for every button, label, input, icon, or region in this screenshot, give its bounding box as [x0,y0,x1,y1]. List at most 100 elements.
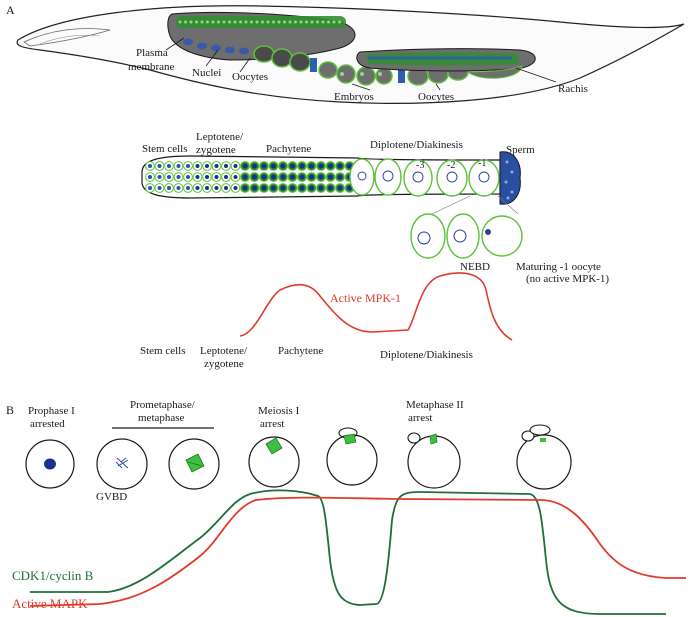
germ-cell-nucleus [233,164,238,168]
upper-arm-cell [299,20,303,24]
upper-arm-cell [211,20,215,24]
condensing-chromosomes [115,457,129,469]
germ-cell-nucleus [280,163,286,169]
germ-cell-nucleus [299,174,305,180]
upper-arm-cell [294,20,297,24]
upper-arm-cell [310,20,314,24]
germ-cell-nucleus [157,186,162,190]
label-maturing: Maturing -1 oocyte [516,261,601,273]
germ-cell-nucleus [148,164,152,168]
germ-cell-nucleus [346,163,353,169]
germ-cell-nucleus [299,185,305,191]
germ-cell-nucleus [261,163,267,169]
germ-cell-nucleus [318,163,324,169]
upper-arm-cell [200,20,204,24]
sperm-mass [499,151,521,205]
germ-cell-nucleus [337,185,343,191]
upper-arm-cell [222,20,226,24]
spindle-3 [338,427,358,445]
spermatheca-right [398,70,405,83]
germ-cell-nucleus [308,185,315,191]
upper-arm-cell [184,20,187,24]
label-plasma: Plasma [136,47,168,59]
label-oocytes-left: Oocytes [232,71,268,83]
upper-arm-cell [277,20,281,24]
mpk-x-leptotene: Leptotene/ [200,345,248,357]
label-embryos: Embryos [334,91,374,103]
spindle-2 [265,437,283,455]
germ-cell-nucleus [270,174,277,180]
upper-arm-cell [327,20,330,24]
germ-cell-nucleus [251,174,258,180]
germ-cell-nucleus [261,174,267,180]
label-rachis: Rachis [558,83,588,95]
oocyte-series [25,434,572,490]
germ-cell-nucleus [280,174,286,180]
germ-cell-nucleus [214,164,219,168]
germ-cell-nucleus [176,175,181,179]
label-oocytes-right: Oocytes [418,91,454,103]
stage-metaphase2-1: Metaphase II [406,399,464,411]
germ-cell-nucleus [289,174,296,180]
germ-cell-nucleus [337,163,343,169]
stage-prophase-2: arrested [30,418,65,430]
germ-cell-nucleus [346,185,353,191]
germ-cell-nucleus [318,174,324,180]
cdk1-label: CDK1/cyclin B [12,568,94,583]
upper-arm-cell [250,20,253,24]
oocytes-left [253,45,311,72]
germ-cell-nucleus [261,185,267,191]
germ-cell-nucleus [242,174,248,180]
mpk-x-zygotene: zygotene [204,358,244,370]
germ-cell-nucleus [308,174,315,180]
gonad-label-sperm: Sperm [506,144,535,156]
upper-arm-cell [228,20,231,24]
upper-arm-cell [206,20,209,24]
worm-diagram [16,5,685,104]
germ-cell-nucleus [327,185,334,191]
germ-cell-nucleus [251,163,258,169]
mpk-x-diplotene: Diplotene/Diakinesis [380,349,473,361]
upper-arm-cell [239,20,242,24]
germ-cell-nucleus [327,174,334,180]
germ-cell-nucleus [176,186,181,190]
mpk1-label: Active MPK-1 [330,291,401,305]
germ-cell-nucleus [214,175,219,179]
panel-a-letter: A [6,3,15,17]
gonad-germ-cells [145,161,355,193]
upper-arm-cell [338,20,341,24]
germ-cell-nucleus [327,163,334,169]
germ-cell-nucleus [195,164,200,168]
upper-arm-cell [288,20,292,24]
germ-cell-nucleus [148,186,152,190]
stage-prometaphase-1: Prometaphase/ [130,399,196,411]
oocyte-label-minus3: -3 [416,160,424,171]
label-membrane: membrane [128,61,175,73]
spindle-4 [407,432,438,445]
germ-cell-nucleus [186,186,190,190]
gonad-schematic [141,151,521,205]
germ-cell-nucleus [289,185,296,191]
germ-cell-nucleus [242,185,248,191]
upper-arm-cell [178,20,182,24]
germ-cell-nucleus [224,186,228,190]
germ-cell-nucleus [251,185,258,191]
germ-cell-nucleus [280,185,286,191]
germ-cell-nucleus [186,175,190,179]
mpk-x-stem: Stem cells [140,345,186,357]
germinal-vesicle [44,458,56,470]
germ-cell-nucleus [205,175,209,179]
germ-cell-nucleus [242,163,248,169]
mapk-label: Active MAPK [12,596,88,611]
germ-cell-nucleus [224,164,228,168]
germ-cell-nucleus [270,185,277,191]
oocyte-label-minus1: -1 [478,158,486,169]
maturation-zoom [410,195,523,259]
upper-arm-cell [189,20,193,24]
germ-cell-nucleus [157,164,162,168]
upper-arm-cell [316,20,319,24]
germ-cell-nucleus [308,163,315,169]
gonad-label-zygotene: zygotene [196,144,236,156]
germ-cell-nucleus [233,175,238,179]
gonad-label-diplotene: Diplotene/Diakinesis [370,139,463,151]
